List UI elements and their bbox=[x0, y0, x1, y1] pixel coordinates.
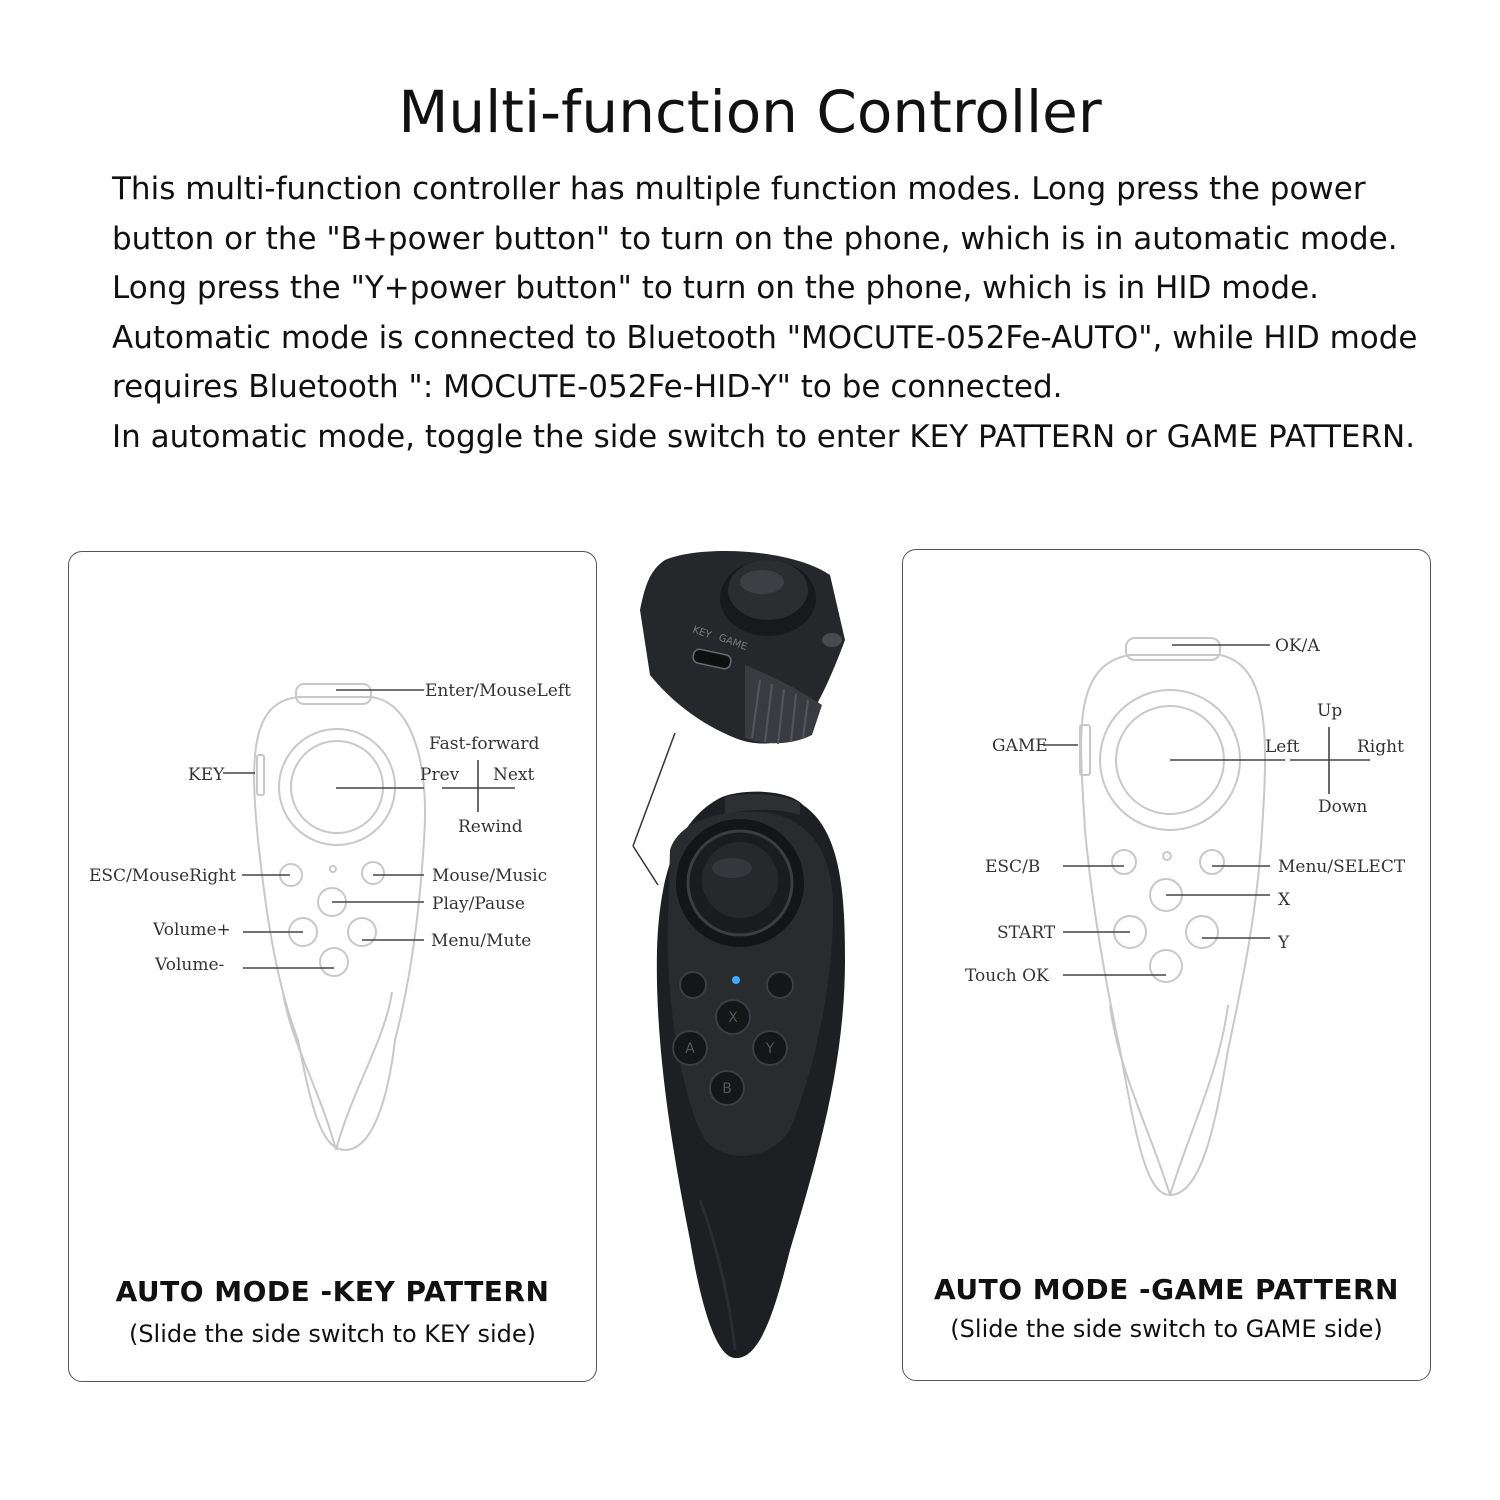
key-pattern-title: AUTO MODE -KEY PATTERN bbox=[115, 1275, 550, 1308]
photo-button-b: B bbox=[722, 1081, 732, 1097]
label-mouse-music: Mouse/Music bbox=[432, 866, 547, 886]
label-volume-up: Volume+ bbox=[152, 920, 231, 940]
zoom-connector bbox=[632, 732, 676, 886]
label-down: Down bbox=[1318, 797, 1367, 817]
label-fast-forward: Fast-forward bbox=[429, 734, 540, 754]
game-labels: OK/A Up GAME Left Right Down ESC/B Menu/… bbox=[965, 636, 1406, 986]
label-up: Up bbox=[1317, 701, 1342, 721]
label-enter-mouseleft: Enter/MouseLeft bbox=[425, 681, 571, 701]
game-pattern-panel: AUTO MODE -GAME PATTERN (Slide the side … bbox=[902, 549, 1431, 1381]
label-touch-ok: Touch OK bbox=[965, 966, 1049, 986]
zoomed-switch-view: KEY GAME bbox=[640, 551, 845, 745]
page-title: Multi-function Controller bbox=[398, 78, 1102, 146]
intro-paragraph-1: This multi-function controller has multi… bbox=[112, 171, 1418, 406]
photo-button-y: Y bbox=[765, 1041, 775, 1057]
label-volume-down: Volume- bbox=[154, 955, 224, 975]
key-pattern-panel: AUTO MODE -KEY PATTERN (Slide the side s… bbox=[68, 551, 597, 1382]
label-next: Next bbox=[493, 765, 535, 785]
game-pattern-title: AUTO MODE -GAME PATTERN bbox=[934, 1273, 1399, 1306]
game-leader-lines bbox=[1043, 644, 1370, 976]
key-pattern-subtitle: (Slide the side switch to KEY side) bbox=[128, 1320, 537, 1348]
controller-photo: X A Y B bbox=[656, 791, 845, 1359]
label-ok-a: OK/A bbox=[1275, 636, 1320, 656]
label-start: START bbox=[997, 923, 1056, 943]
label-menu-mute: Menu/Mute bbox=[431, 931, 531, 951]
label-game-switch: GAME bbox=[992, 736, 1048, 756]
label-menu-select: Menu/SELECT bbox=[1278, 857, 1406, 877]
label-esc-mouseright: ESC/MouseRight bbox=[89, 866, 236, 886]
key-labels: Enter/MouseLeft KEY Fast-forward Prev Ne… bbox=[89, 681, 571, 975]
key-leader-lines bbox=[223, 689, 515, 969]
intro-paragraph-2: In automatic mode, toggle the side switc… bbox=[112, 418, 1416, 455]
key-controller-outline bbox=[253, 683, 426, 1152]
photo-button-a: A bbox=[685, 1041, 695, 1057]
label-play-pause: Play/Pause bbox=[432, 894, 525, 914]
label-key-switch: KEY bbox=[188, 765, 225, 785]
photo-button-x: X bbox=[728, 1010, 738, 1026]
label-prev: Prev bbox=[420, 765, 460, 785]
label-x: X bbox=[1278, 890, 1291, 910]
label-right: Right bbox=[1357, 737, 1404, 757]
label-rewind: Rewind bbox=[458, 817, 523, 837]
label-esc-b: ESC/B bbox=[985, 857, 1040, 877]
label-left: Left bbox=[1265, 737, 1300, 757]
intro-text: This multi-function controller has multi… bbox=[112, 165, 1452, 463]
game-controller-outline bbox=[1079, 637, 1267, 1197]
label-y: Y bbox=[1277, 933, 1290, 953]
game-pattern-subtitle: (Slide the side switch to GAME side) bbox=[950, 1315, 1383, 1343]
